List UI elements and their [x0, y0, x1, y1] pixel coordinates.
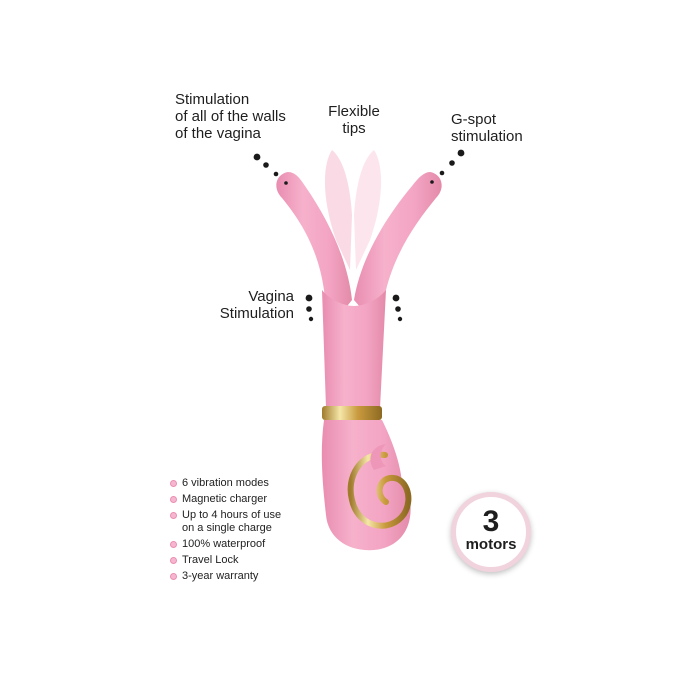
callout-line: stimulation [451, 128, 523, 145]
product-shaft [322, 290, 386, 408]
feature-list: 6 vibration modes Magnetic charger Up to… [170, 477, 281, 586]
motors-label: motors [465, 536, 517, 553]
feature-text: 3-year warranty [182, 570, 259, 582]
dot-trail-icon [305, 294, 314, 322]
pink-dot-icon [170, 573, 177, 580]
pink-dot-icon [170, 480, 177, 487]
callout-line: of the vagina [175, 125, 261, 142]
feature-text: Travel Lock [182, 554, 239, 566]
feature-text: 6 vibration modes [182, 477, 269, 489]
hook-tip [370, 444, 386, 470]
pink-dot-icon [170, 512, 177, 519]
feature-item: 100% waterproof [170, 538, 281, 551]
feature-item: 6 vibration modes [170, 477, 281, 490]
feature-text: 100% waterproof [182, 538, 266, 550]
feature-item: 3-year warranty [170, 570, 281, 583]
feature-item: Travel Lock [170, 554, 281, 567]
callout-flexible-tips: Flexible tips [322, 103, 386, 137]
feature-text: Up to 4 hours of use [182, 509, 282, 521]
pink-dot-icon [170, 541, 177, 548]
callout-line: tips [342, 120, 366, 137]
callout-line: Vagina [248, 288, 294, 305]
product-arm-left [276, 172, 352, 330]
callout-line: Flexible [328, 103, 380, 120]
feature-item: Magnetic charger [170, 493, 281, 506]
gold-ring [322, 406, 382, 420]
gold-hook [347, 451, 412, 529]
dot-trail-icon [430, 149, 465, 184]
callout-line: Stimulation [175, 91, 250, 108]
feature-item: Up to 4 hours of use on a single charge [170, 509, 281, 535]
feature-text: on a single charge [182, 522, 272, 534]
motors-count: 3 [482, 505, 500, 538]
dot-trail-icon [253, 153, 288, 185]
pink-dot-icon [170, 557, 177, 564]
product-handle [321, 420, 411, 551]
pink-dot-icon [170, 496, 177, 503]
callout-walls-stimulation: Stimulation of all of the walls of the v… [175, 91, 286, 142]
flexible-tip-ghost-left [324, 150, 352, 270]
feature-text: Magnetic charger [182, 493, 267, 505]
callout-line: G-spot [451, 111, 497, 128]
callout-gspot-stimulation: G-spot stimulation [451, 111, 523, 145]
motors-badge: 3 motors [451, 492, 531, 572]
callout-line: of all of the walls [175, 108, 286, 125]
flexible-tip-ghost-right [354, 150, 382, 270]
product-arm-right [354, 172, 442, 330]
dot-trail-icon [392, 294, 403, 322]
callout-line: Stimulation [219, 305, 294, 322]
callout-vagina-stimulation: Vagina Stimulation [212, 288, 294, 322]
